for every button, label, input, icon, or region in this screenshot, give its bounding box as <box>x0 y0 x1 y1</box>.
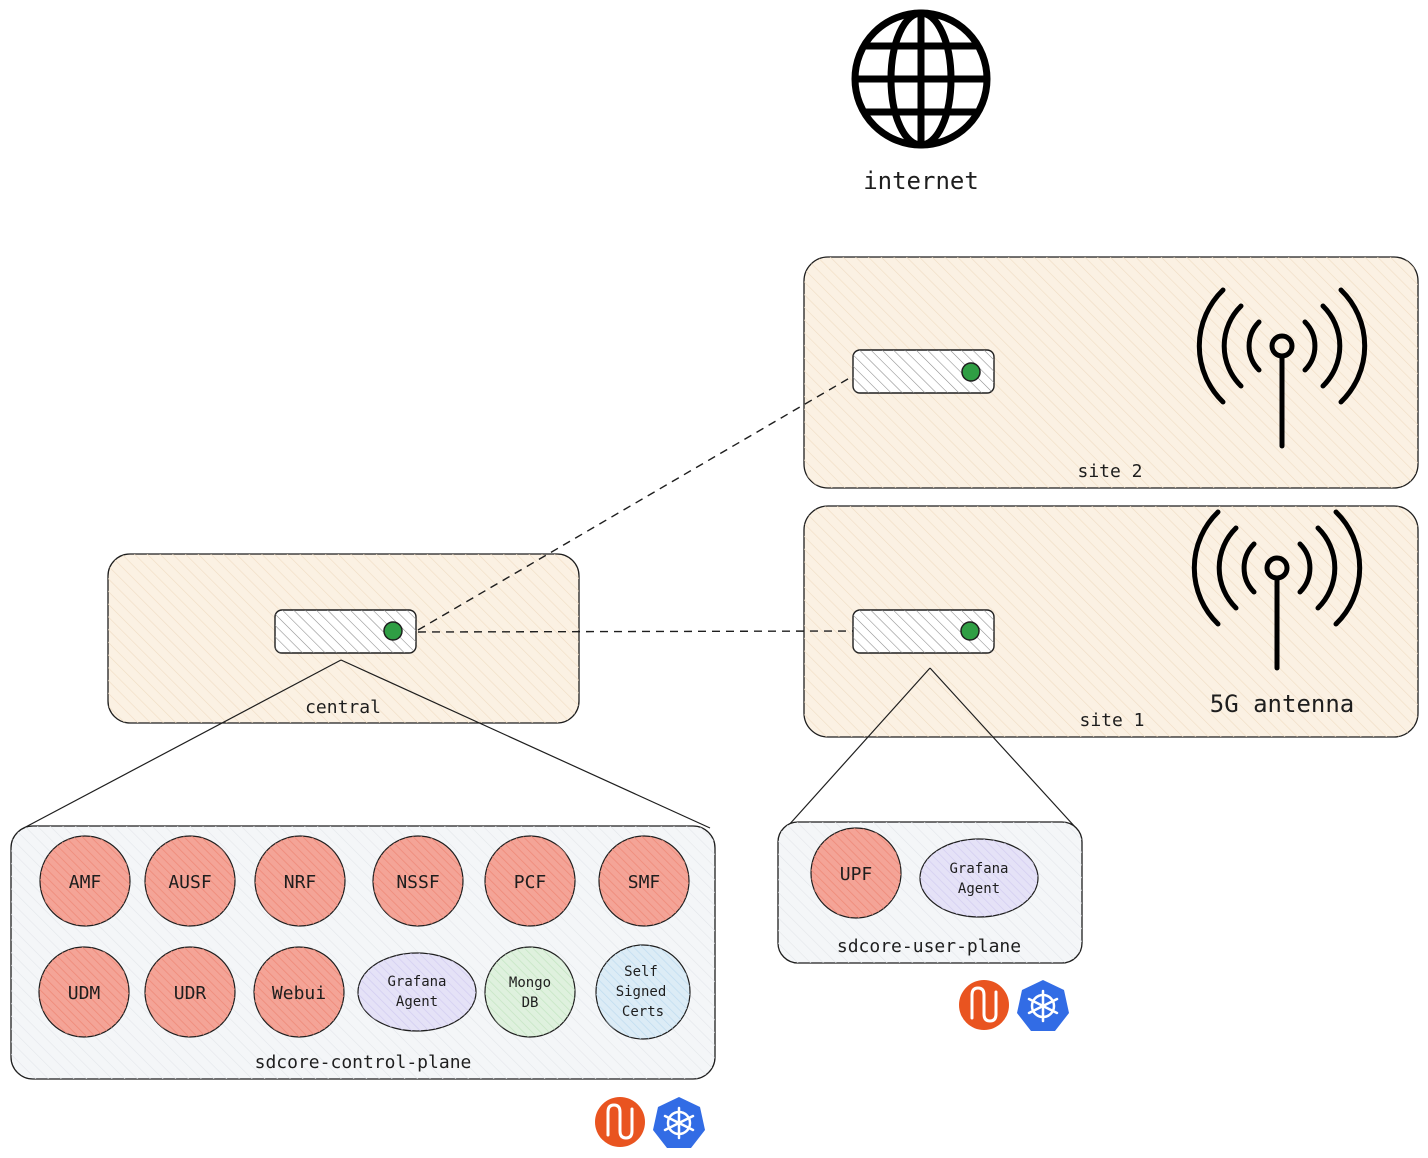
grafana-label-line2: Agent <box>958 881 1000 897</box>
kubernetes-icon <box>1017 980 1069 1031</box>
mongo-label-line2: DB <box>522 995 539 1011</box>
nf-label: NSSF <box>396 872 439 893</box>
nf-ausf: AUSF <box>144 835 236 927</box>
mongo-db: Mongo DB <box>484 946 576 1038</box>
grafana-agent-control: Grafana Agent <box>357 952 477 1032</box>
grafana-label-line1: Grafana <box>949 861 1008 877</box>
nf-nssf: NSSF <box>372 835 464 927</box>
nf-label: UDM <box>68 983 101 1004</box>
nf-label: PCF <box>514 872 547 893</box>
nf-label: NRF <box>284 872 317 893</box>
zoom-lines <box>19 659 1077 831</box>
site-2-label: site 2 <box>1077 461 1142 482</box>
nf-label: UDR <box>174 983 207 1004</box>
server-icon <box>852 349 995 394</box>
5g-antenna-label: 5G antenna <box>1210 690 1355 718</box>
nf-label: SMF <box>628 872 661 893</box>
ubuntu-icon <box>959 980 1009 1030</box>
self-signed-certs: Self Signed Certs <box>595 944 691 1040</box>
nf-upf: UPF <box>810 827 902 919</box>
site-1-box <box>803 505 1419 738</box>
nf-label: UPF <box>840 864 873 885</box>
nf-label: AUSF <box>168 872 211 893</box>
mongo-label-line1: Mongo <box>509 975 551 991</box>
certs-label-line2: Signed <box>616 984 667 1000</box>
kubernetes-icon <box>653 1097 705 1148</box>
nf-smf: SMF <box>598 835 690 927</box>
central-label: central <box>305 697 381 718</box>
globe-icon <box>851 9 991 149</box>
nf-amf: AMF <box>39 835 131 927</box>
site-2-box <box>803 256 1419 489</box>
server-icon <box>852 609 995 654</box>
nf-udm: UDM <box>38 946 130 1038</box>
nf-label: Webui <box>272 983 326 1004</box>
nf-label: AMF <box>69 872 102 893</box>
server-icon <box>274 609 417 654</box>
nf-pcf: PCF <box>484 835 576 927</box>
nf-nrf: NRF <box>254 835 346 927</box>
grafana-label-line2: Agent <box>396 994 438 1010</box>
network-links <box>417 375 854 633</box>
antenna-icon <box>1191 509 1363 671</box>
certs-label-line3: Certs <box>622 1004 664 1020</box>
site-1-label: site 1 <box>1079 710 1144 731</box>
grafana-agent-user: Grafana Agent <box>919 838 1039 918</box>
internet-label: internet <box>863 167 979 195</box>
antenna-icon <box>1196 287 1368 449</box>
ubuntu-icon <box>595 1097 645 1147</box>
grafana-label-line1: Grafana <box>387 974 446 990</box>
user-plane-label: sdcore-user-plane <box>837 936 1021 957</box>
certs-label-line1: Self <box>624 964 658 980</box>
nf-udr: UDR <box>144 946 236 1038</box>
nf-webui: Webui <box>253 946 345 1038</box>
control-plane-label: sdcore-control-plane <box>255 1052 472 1073</box>
